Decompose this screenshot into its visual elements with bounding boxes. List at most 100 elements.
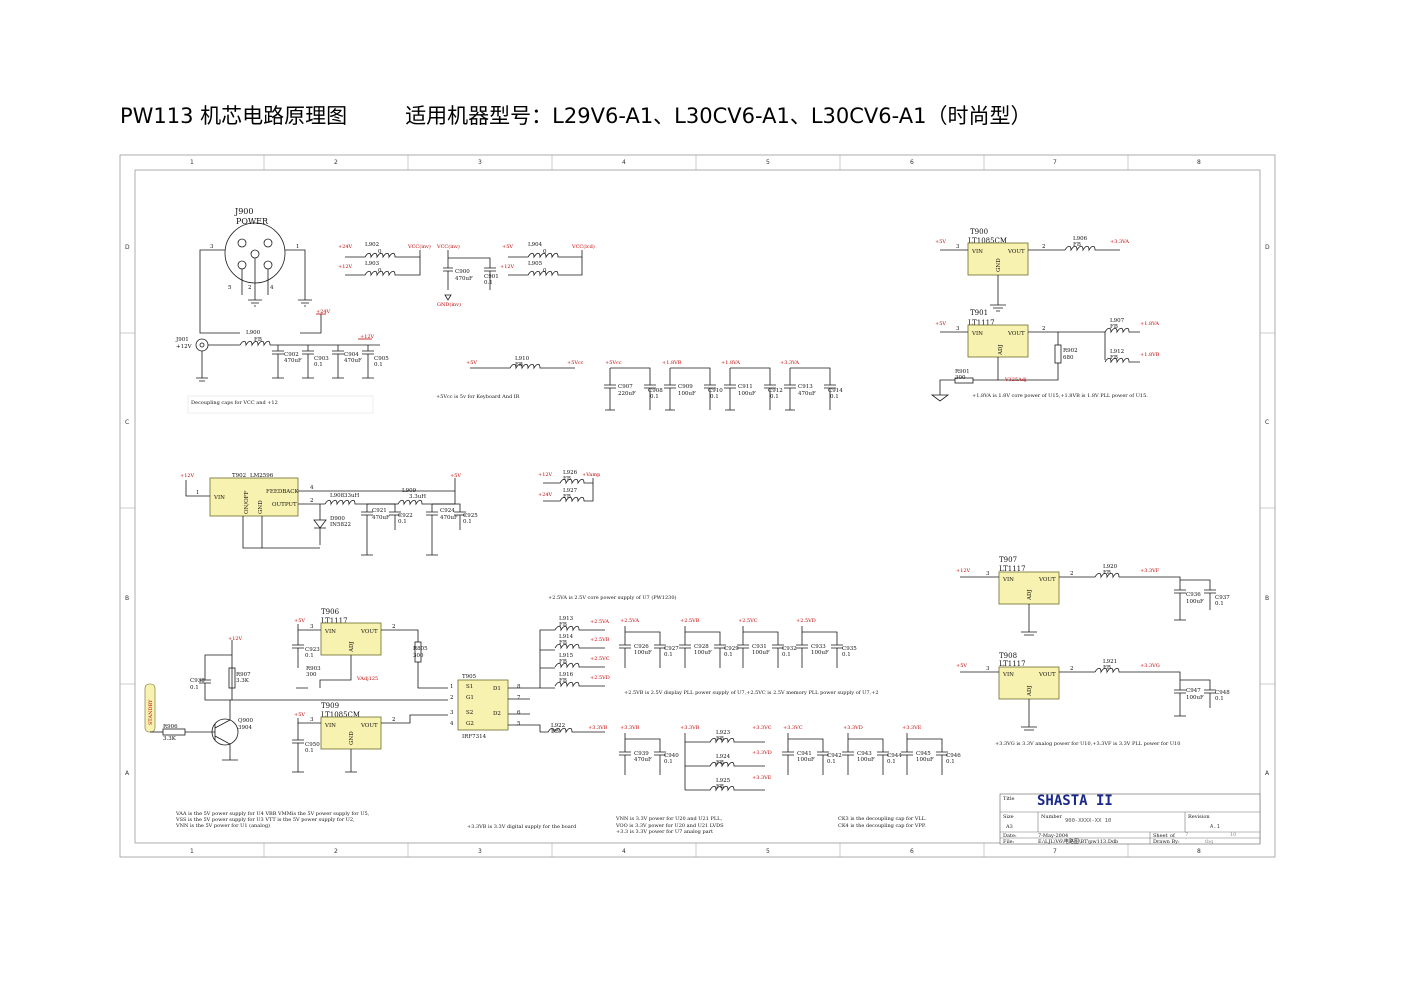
svg-text:470uF: 470uF — [440, 515, 458, 521]
svg-text:+3.3VC: +3.3VC — [752, 725, 772, 731]
title-text: PW113 机芯电路原理图 — [120, 104, 348, 128]
svg-text:+2.5VD: +2.5VD — [590, 675, 610, 681]
svg-text:G2: G2 — [466, 721, 474, 727]
svg-text:FB: FB — [716, 736, 724, 742]
svg-text:VOUT: VOUT — [1038, 672, 1056, 678]
svg-text:C907: C907 — [618, 384, 633, 390]
svg-text:+12V: +12V — [956, 568, 971, 574]
note-keyboard: +5Vcc is 5v for Keyboard And IR — [436, 394, 520, 400]
svg-text:C911: C911 — [738, 384, 753, 390]
svg-text:ON/OFF: ON/OFF — [244, 491, 250, 514]
svg-text:L903: L903 — [365, 261, 380, 267]
svg-text:IRF7314: IRF7314 — [462, 734, 487, 740]
title-block: Title SHASTA II Size A3 Number 900-XXXX-… — [999, 793, 1261, 845]
svg-text:3.3K: 3.3K — [163, 736, 177, 742]
net-vccinv: VCC(inv) — [407, 243, 431, 250]
svg-text:+3.3 is 3.3V power for U7 anal: +3.3 is 3.3V power for U7 analog part — [616, 829, 713, 835]
svg-text:0.1: 0.1 — [1215, 696, 1224, 702]
svg-text:+3.3VF: +3.3VF — [1140, 568, 1160, 574]
svg-text:ADJ: ADJ — [349, 641, 355, 653]
svg-text:S1: S1 — [466, 684, 473, 690]
svg-text:0.1: 0.1 — [827, 759, 836, 765]
svg-text:FB: FB — [1110, 324, 1118, 330]
svg-text:4: 4 — [310, 485, 314, 491]
svg-text:LT1117: LT1117 — [321, 617, 348, 625]
zone-col-1: 1 — [190, 159, 194, 166]
svg-text:+3.3VC: +3.3VC — [783, 725, 803, 731]
svg-text:VSS is the 5V power supply for: VSS is the 5V power supply for U3 VTT is… — [175, 817, 355, 823]
svg-text:+5Vcc: +5Vcc — [605, 360, 622, 366]
svg-text:C924: C924 — [440, 508, 455, 514]
models-text: 适用机器型号：L29V6-A1、L30CV6-A1、L30CV6-A1（时尚型） — [405, 104, 1032, 128]
zone-col-6: 6 — [910, 159, 914, 166]
svg-text:ADJ: ADJ — [1027, 685, 1033, 697]
svg-text:VIN: VIN — [213, 495, 225, 501]
svg-text:3904: 3904 — [238, 725, 252, 731]
svg-text:R906: R906 — [163, 724, 178, 730]
svg-text:L923: L923 — [716, 730, 731, 736]
project-name: SHASTA II — [1037, 793, 1113, 809]
note-analog33: +3.3VG is 3.3V analog power for U10,+3.3… — [995, 741, 1180, 747]
svg-text:0.1: 0.1 — [710, 394, 719, 400]
svg-text:470uF: 470uF — [798, 391, 816, 397]
net-24v-b: +24V — [338, 244, 353, 250]
bottom-notes: VAA is the 5V power supply for U4 VBB VM… — [175, 811, 927, 835]
svg-text:+5V: +5V — [294, 618, 305, 624]
svg-text:R907: R907 — [236, 672, 251, 678]
svg-text:C937: C937 — [1215, 595, 1230, 601]
page-title: PW113 机芯电路原理图 适用机器型号：L29V6-A1、L30CV6-A1、L… — [120, 100, 1032, 130]
svg-text:File:: File: — [1003, 839, 1015, 845]
svg-text:LT1117: LT1117 — [999, 660, 1026, 668]
svg-text:0.1: 0.1 — [398, 519, 407, 525]
zone-col-4: 4 — [622, 159, 626, 166]
j900-pin5: 5 — [228, 285, 232, 291]
svg-text:2: 2 — [1042, 244, 1046, 250]
l900-ref: L900 — [246, 330, 261, 336]
svg-text:C935: C935 — [842, 646, 857, 652]
svg-text:L913: L913 — [559, 616, 574, 622]
svg-text:4: 4 — [450, 721, 454, 727]
svg-text:C901: C901 — [484, 274, 499, 280]
zone-dividers — [120, 155, 1275, 857]
net-standby: STANDBY — [148, 699, 154, 725]
zone-col-7b: 7 — [1053, 848, 1057, 855]
svg-text:Title: Title — [1003, 796, 1015, 802]
svg-text:100uF: 100uF — [694, 650, 712, 656]
svg-text:LT1085CM: LT1085CM — [968, 237, 1007, 245]
svg-text:L908: L908 — [330, 493, 345, 499]
svg-text:+3.3VB is 3.3V digital supply: +3.3VB is 3.3V digital supply for the bo… — [467, 824, 577, 830]
zone-labels: 1 2 3 4 5 6 7 8 1 2 3 4 5 6 7 8 D C B A … — [125, 159, 1270, 855]
zone-row-d: D — [125, 244, 130, 251]
svg-text:100uF: 100uF — [916, 757, 934, 763]
svg-text:100uF: 100uF — [634, 650, 652, 656]
svg-text:33uH: 33uH — [344, 493, 360, 499]
svg-text:6: 6 — [517, 710, 521, 716]
svg-text:G1: G1 — [466, 695, 474, 701]
svg-text:C943: C943 — [857, 751, 872, 757]
svg-text:GND: GND — [996, 258, 1002, 272]
svg-text:+1.8VA: +1.8VA — [721, 360, 740, 366]
svg-text:+3.3VB: +3.3VB — [680, 725, 700, 731]
svg-text:+12V: +12V — [538, 472, 553, 478]
svg-text:R902: R902 — [1063, 348, 1078, 354]
svg-text:+24V: +24V — [538, 492, 553, 498]
svg-text:C948: C948 — [1215, 690, 1230, 696]
svg-text:tbg: tbg — [1205, 839, 1214, 845]
svg-text:0: 0 — [543, 249, 547, 255]
svg-text:C947: C947 — [1186, 688, 1201, 694]
svg-text:470uF: 470uF — [344, 358, 362, 364]
svg-text:VOUT: VOUT — [360, 629, 378, 635]
svg-text:+5V: +5V — [956, 663, 967, 669]
svg-text:0.1: 0.1 — [782, 652, 791, 658]
svg-text:FB: FB — [716, 760, 724, 766]
svg-text:C933: C933 — [811, 644, 826, 650]
svg-text:LT1117: LT1117 — [999, 565, 1026, 573]
svg-text:2: 2 — [1070, 666, 1074, 672]
svg-text:C944: C944 — [887, 753, 902, 759]
